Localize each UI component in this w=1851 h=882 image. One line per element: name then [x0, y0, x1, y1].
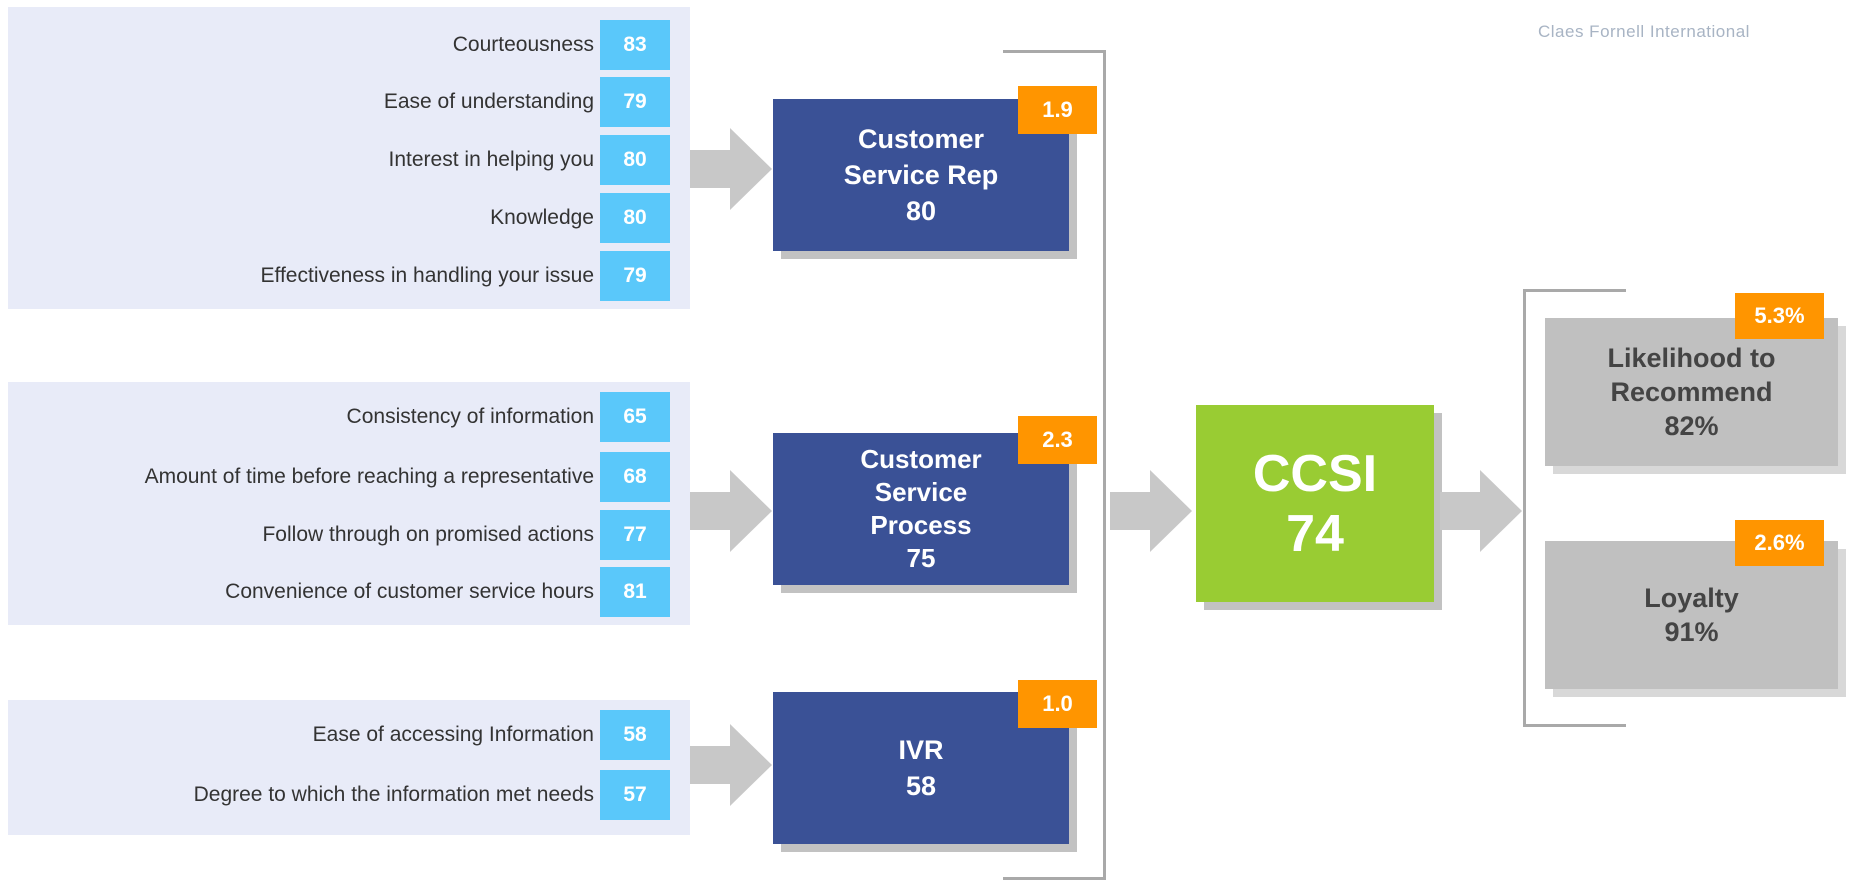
attribute-score: 81: [600, 567, 670, 617]
attribute-panel-process: [8, 382, 690, 625]
driver-title: Customer: [860, 444, 982, 474]
impact-badge: 1.0: [1018, 680, 1097, 728]
outcomes-bracket: [1523, 289, 1626, 727]
attribute-panel-ivr: [8, 700, 690, 835]
outcome-title: Recommend: [1610, 377, 1773, 407]
ccsi-label: CCSI: [1252, 444, 1378, 503]
driver-title: Process: [870, 510, 972, 540]
drivers-bracket: [1003, 50, 1106, 880]
attribute-panel-rep: [8, 7, 690, 309]
arrow-right-icon: [1110, 470, 1192, 552]
outcome-title: Likelihood to: [1607, 343, 1776, 373]
attribute-label: Degree to which the information met need…: [193, 783, 594, 806]
impact-badge: 2.6%: [1735, 520, 1824, 566]
attribute-score: 80: [600, 135, 670, 185]
outcome-box-likelihood-to-recommend: Likelihood to Recommend 82%: [1545, 318, 1838, 466]
attribute-score: 83: [600, 20, 670, 70]
attribute-label: Amount of time before reaching a represe…: [144, 465, 594, 488]
driver-value: 75: [906, 543, 936, 573]
attribute-label: Knowledge: [490, 206, 594, 229]
impact-badge: 5.3%: [1735, 293, 1824, 339]
attribute-label: Follow through on promised actions: [262, 523, 594, 546]
driver-title: Service Rep: [843, 160, 999, 190]
outcome-value: 91%: [1664, 617, 1719, 647]
attribute-label: Ease of understanding: [383, 90, 594, 113]
attribute-score: 80: [600, 193, 670, 243]
attribute-score: 79: [600, 251, 670, 301]
driver-title: Customer: [857, 124, 985, 154]
outcome-title: Loyalty: [1644, 583, 1739, 613]
driver-title: IVR: [898, 735, 944, 765]
attribute-score: 58: [600, 710, 670, 760]
driver-value: 80: [905, 196, 937, 226]
driver-title: Service: [874, 477, 968, 507]
attribute-label: Consistency of information: [346, 405, 594, 428]
attribute-score: 77: [600, 510, 670, 560]
impact-badge: 1.9: [1018, 86, 1097, 134]
attribute-score: 79: [600, 77, 670, 127]
arrow-right-icon: [690, 724, 772, 806]
attribute-label: Interest in helping you: [388, 148, 594, 171]
driver-value: 58: [905, 771, 937, 801]
attribute-label: Convenience of customer service hours: [225, 580, 594, 603]
arrow-right-icon: [690, 128, 772, 210]
ccsi-value: 74: [1286, 504, 1344, 563]
attribute-score: 68: [600, 452, 670, 502]
attribute-label: Effectiveness in handling your issue: [260, 264, 594, 287]
arrow-right-icon: [690, 470, 772, 552]
ccsi-score-box: CCSI 74: [1196, 405, 1434, 602]
attribute-score: 65: [600, 392, 670, 442]
watermark-text: Claes Fornell International: [1538, 22, 1750, 41]
impact-badge: 2.3: [1018, 416, 1097, 464]
arrow-right-icon: [1440, 470, 1522, 552]
attribute-label: Ease of accessing Information: [312, 723, 594, 746]
outcome-value: 82%: [1664, 411, 1719, 441]
attribute-score: 57: [600, 770, 670, 820]
attribute-label: Courteousness: [452, 33, 594, 56]
